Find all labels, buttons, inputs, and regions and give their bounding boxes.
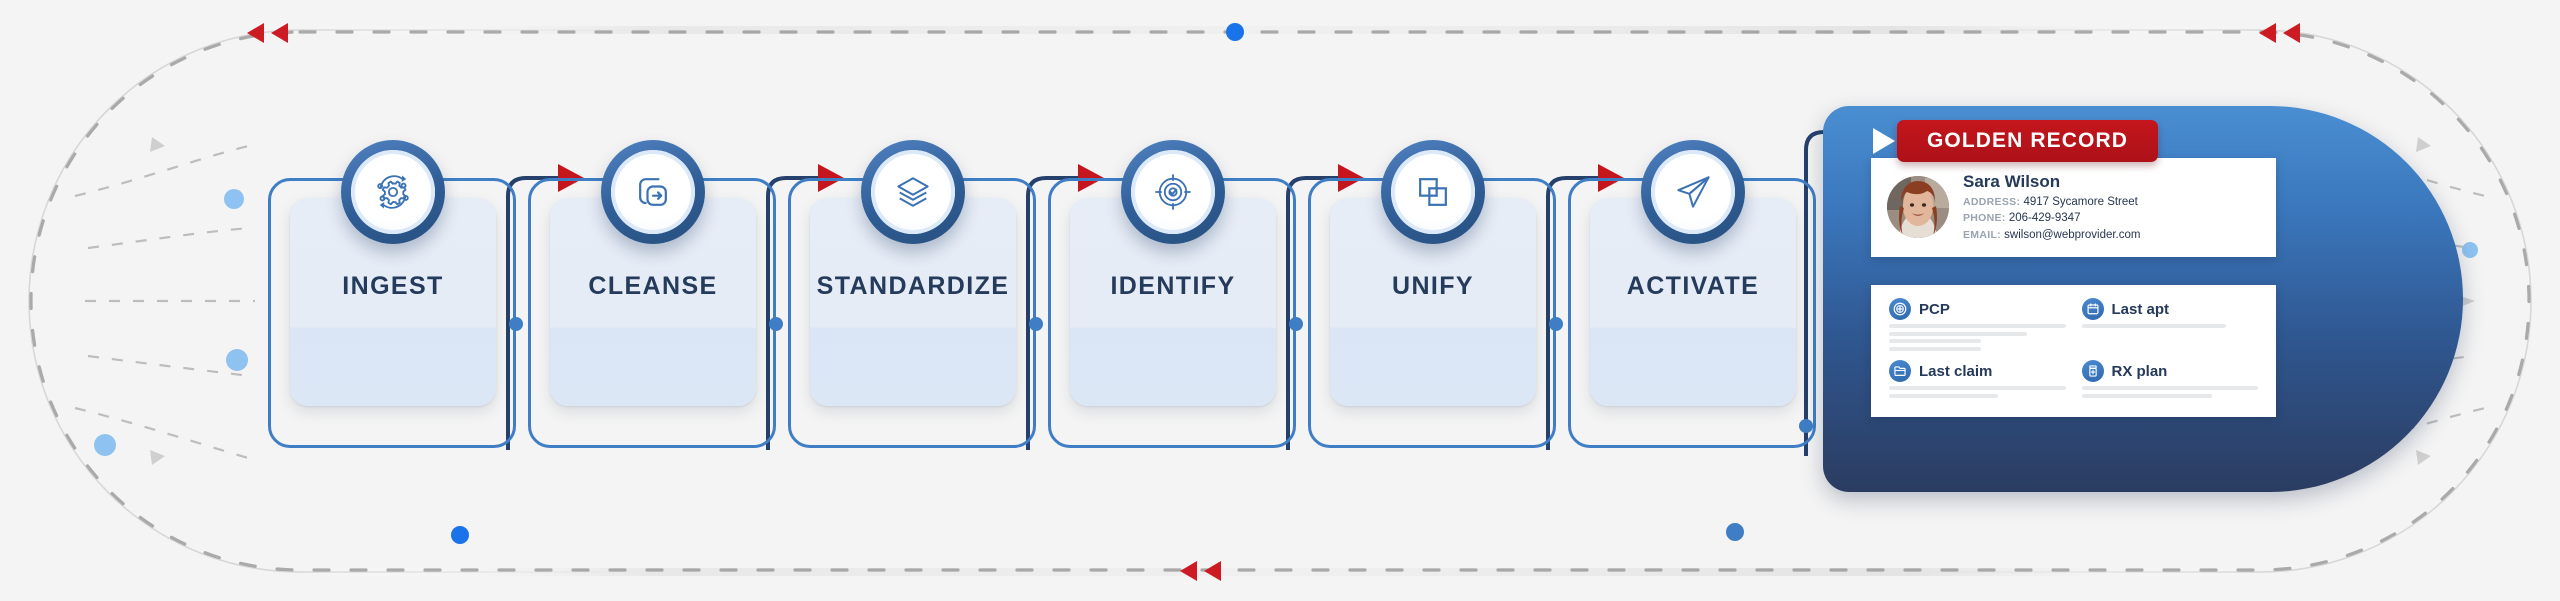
- field-key: PHONE:: [1963, 212, 2006, 225]
- connector-dot-activate-out: [1799, 419, 1813, 433]
- tile-placeholder-bars: [1889, 386, 2066, 398]
- golden-record-person-card: Sara Wilson ADDRESS: 4917 Sycamore Stree…: [1871, 158, 2276, 257]
- connector-dot-5: [1549, 317, 1563, 331]
- tile-placeholder-bars: [2081, 324, 2259, 328]
- step-standardize[interactable]: STANDARDIZE: [788, 140, 1038, 450]
- step-ingest[interactable]: INGEST: [268, 140, 518, 450]
- step-unify[interactable]: UNIFY: [1308, 140, 1558, 450]
- gear-refresh-icon: [377, 175, 409, 209]
- target-check-icon: [1155, 174, 1191, 210]
- tile-last-claim[interactable]: Last claim: [1889, 360, 2066, 404]
- person-name: Sara Wilson: [1963, 172, 2061, 191]
- step-label: CLEANSE: [588, 271, 718, 300]
- duplicate-arrow-icon: [639, 178, 667, 206]
- step-label: IDENTIFY: [1110, 271, 1236, 300]
- person-field-phone: PHONE: 206-429-9347: [1963, 210, 2140, 226]
- tile-label: Last apt: [2111, 300, 2170, 318]
- field-key: EMAIL:: [1963, 228, 2001, 241]
- tile-pcp[interactable]: PCP: [1889, 298, 2066, 354]
- person-details: Sara Wilson ADDRESS: 4917 Sycamore Stree…: [1963, 172, 2140, 243]
- step-icon-bubble: [601, 140, 705, 244]
- medical-plus-icon: [1889, 298, 1911, 320]
- tile-placeholder-bars: [2081, 386, 2258, 398]
- step-cleanse[interactable]: CLEANSE: [528, 140, 778, 450]
- field-value: 206-429-9347: [2008, 212, 2081, 225]
- golden-record-arrow-icon: [1873, 128, 1895, 154]
- golden-record-badge: GOLDEN RECORD: [1897, 120, 2158, 162]
- step-label: ACTIVATE: [1626, 271, 1760, 300]
- connector-dot-2: [769, 317, 783, 331]
- tile-placeholder-bars: [1889, 324, 2066, 351]
- step-label: STANDARDIZE: [816, 271, 1010, 300]
- calendar-icon: [2081, 298, 2104, 320]
- merge-squares-icon: [1419, 178, 1447, 206]
- step-icon-bubble: [1641, 140, 1745, 244]
- step-icon-bubble: [1381, 140, 1485, 244]
- person-field-email: EMAIL: swilson@webprovider.com: [1963, 227, 2140, 243]
- step-icon-bubble: [861, 140, 965, 244]
- golden-record-tiles-card: PCP Last apt: [1871, 285, 2276, 417]
- step-label: INGEST: [342, 271, 444, 300]
- field-key: ADDRESS:: [1963, 196, 2021, 208]
- connector-dot-3: [1029, 317, 1043, 331]
- field-value: 4917 Sycamore Street: [2023, 196, 2138, 208]
- tile-label: RX plan: [2111, 362, 2168, 380]
- step-icon-bubble: [1121, 140, 1225, 244]
- step-label: UNIFY: [1392, 271, 1474, 300]
- field-value: swilson@webprovider.com: [2004, 228, 2141, 241]
- tile-last-apt[interactable]: Last apt: [2081, 298, 2259, 354]
- step-icon-bubble: [341, 140, 445, 244]
- pill-bottle-icon: [2081, 360, 2104, 382]
- person-field-address: ADDRESS: 4917 Sycamore Street: [1963, 194, 2140, 210]
- tile-label: Last claim: [1919, 362, 1993, 380]
- step-activate[interactable]: ACTIVATE: [1568, 140, 1818, 450]
- layers-icon: [897, 177, 929, 207]
- connector-dot-1: [509, 317, 523, 331]
- paper-plane-icon: [1677, 176, 1710, 208]
- tile-rx-plan[interactable]: RX plan: [2081, 360, 2258, 404]
- avatar: [1887, 176, 1949, 239]
- step-identify[interactable]: IDENTIFY: [1048, 140, 1298, 450]
- folder-icon: [1889, 360, 1911, 382]
- tile-label: PCP: [1919, 300, 1950, 318]
- connector-dot-4: [1289, 317, 1303, 331]
